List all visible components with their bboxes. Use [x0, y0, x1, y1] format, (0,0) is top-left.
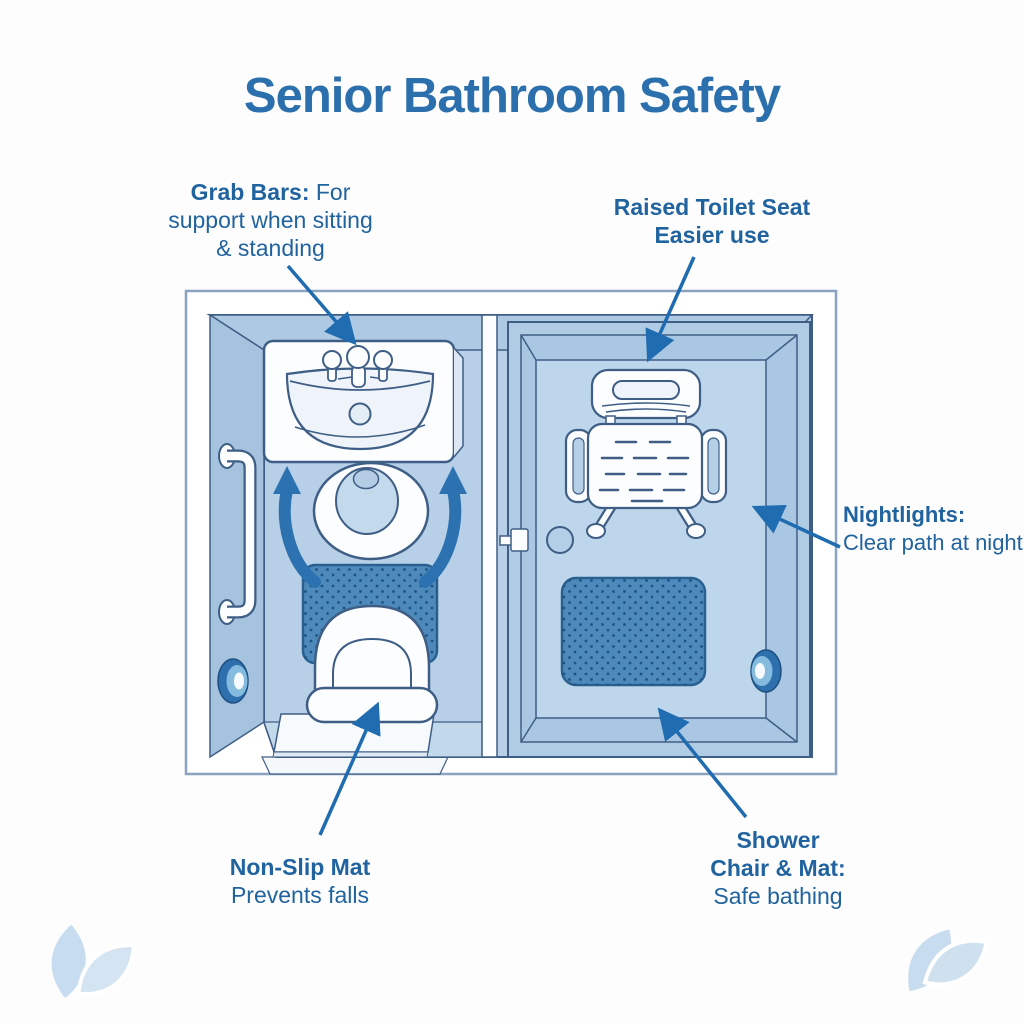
- pointer-raised-seat: [645, 256, 696, 363]
- shower-mat: [560, 576, 707, 687]
- pointer-grab-bars: [286, 264, 357, 346]
- leaf-decoration-left: [51, 924, 136, 999]
- label-shower-chair-mat: Shower Chair & Mat: Safe bathing: [710, 827, 846, 909]
- sink-drain-icon: [348, 402, 372, 426]
- pointer-non-slip: [318, 701, 381, 836]
- leaf-decoration-right: [908, 929, 989, 992]
- nightlight-right-icon: [750, 649, 782, 693]
- sink-basin: [285, 367, 435, 451]
- grab-bar: [218, 443, 257, 625]
- label-grab-bars: Grab Bars: For support when sitting & st…: [168, 179, 373, 261]
- pointer-nightlights: [751, 505, 841, 549]
- toilet: [312, 461, 430, 561]
- label-raised-toilet-seat: Raised Toilet Seat Easier use: [613, 194, 811, 248]
- page-title: Senior Bathroom Safety: [243, 69, 781, 123]
- nightlight-left-icon: [217, 658, 249, 704]
- faucet: [322, 345, 393, 388]
- chair-legs: [586, 501, 706, 539]
- raised-toilet-seat: [305, 604, 439, 724]
- label-non-slip-mat: Non-Slip Mat Prevents falls: [229, 854, 371, 908]
- shower-door-handle: [499, 528, 529, 552]
- shower-chair: [564, 368, 728, 539]
- lift-arrow-left: [273, 466, 321, 588]
- shower-drain-icon: [546, 526, 574, 554]
- room-divider: [481, 314, 498, 758]
- label-nightlights: Nightlights: Clear path at night: [843, 502, 1023, 555]
- pointer-shower: [657, 707, 748, 819]
- seat-slots: [598, 440, 690, 503]
- lift-arrow-right: [419, 466, 467, 588]
